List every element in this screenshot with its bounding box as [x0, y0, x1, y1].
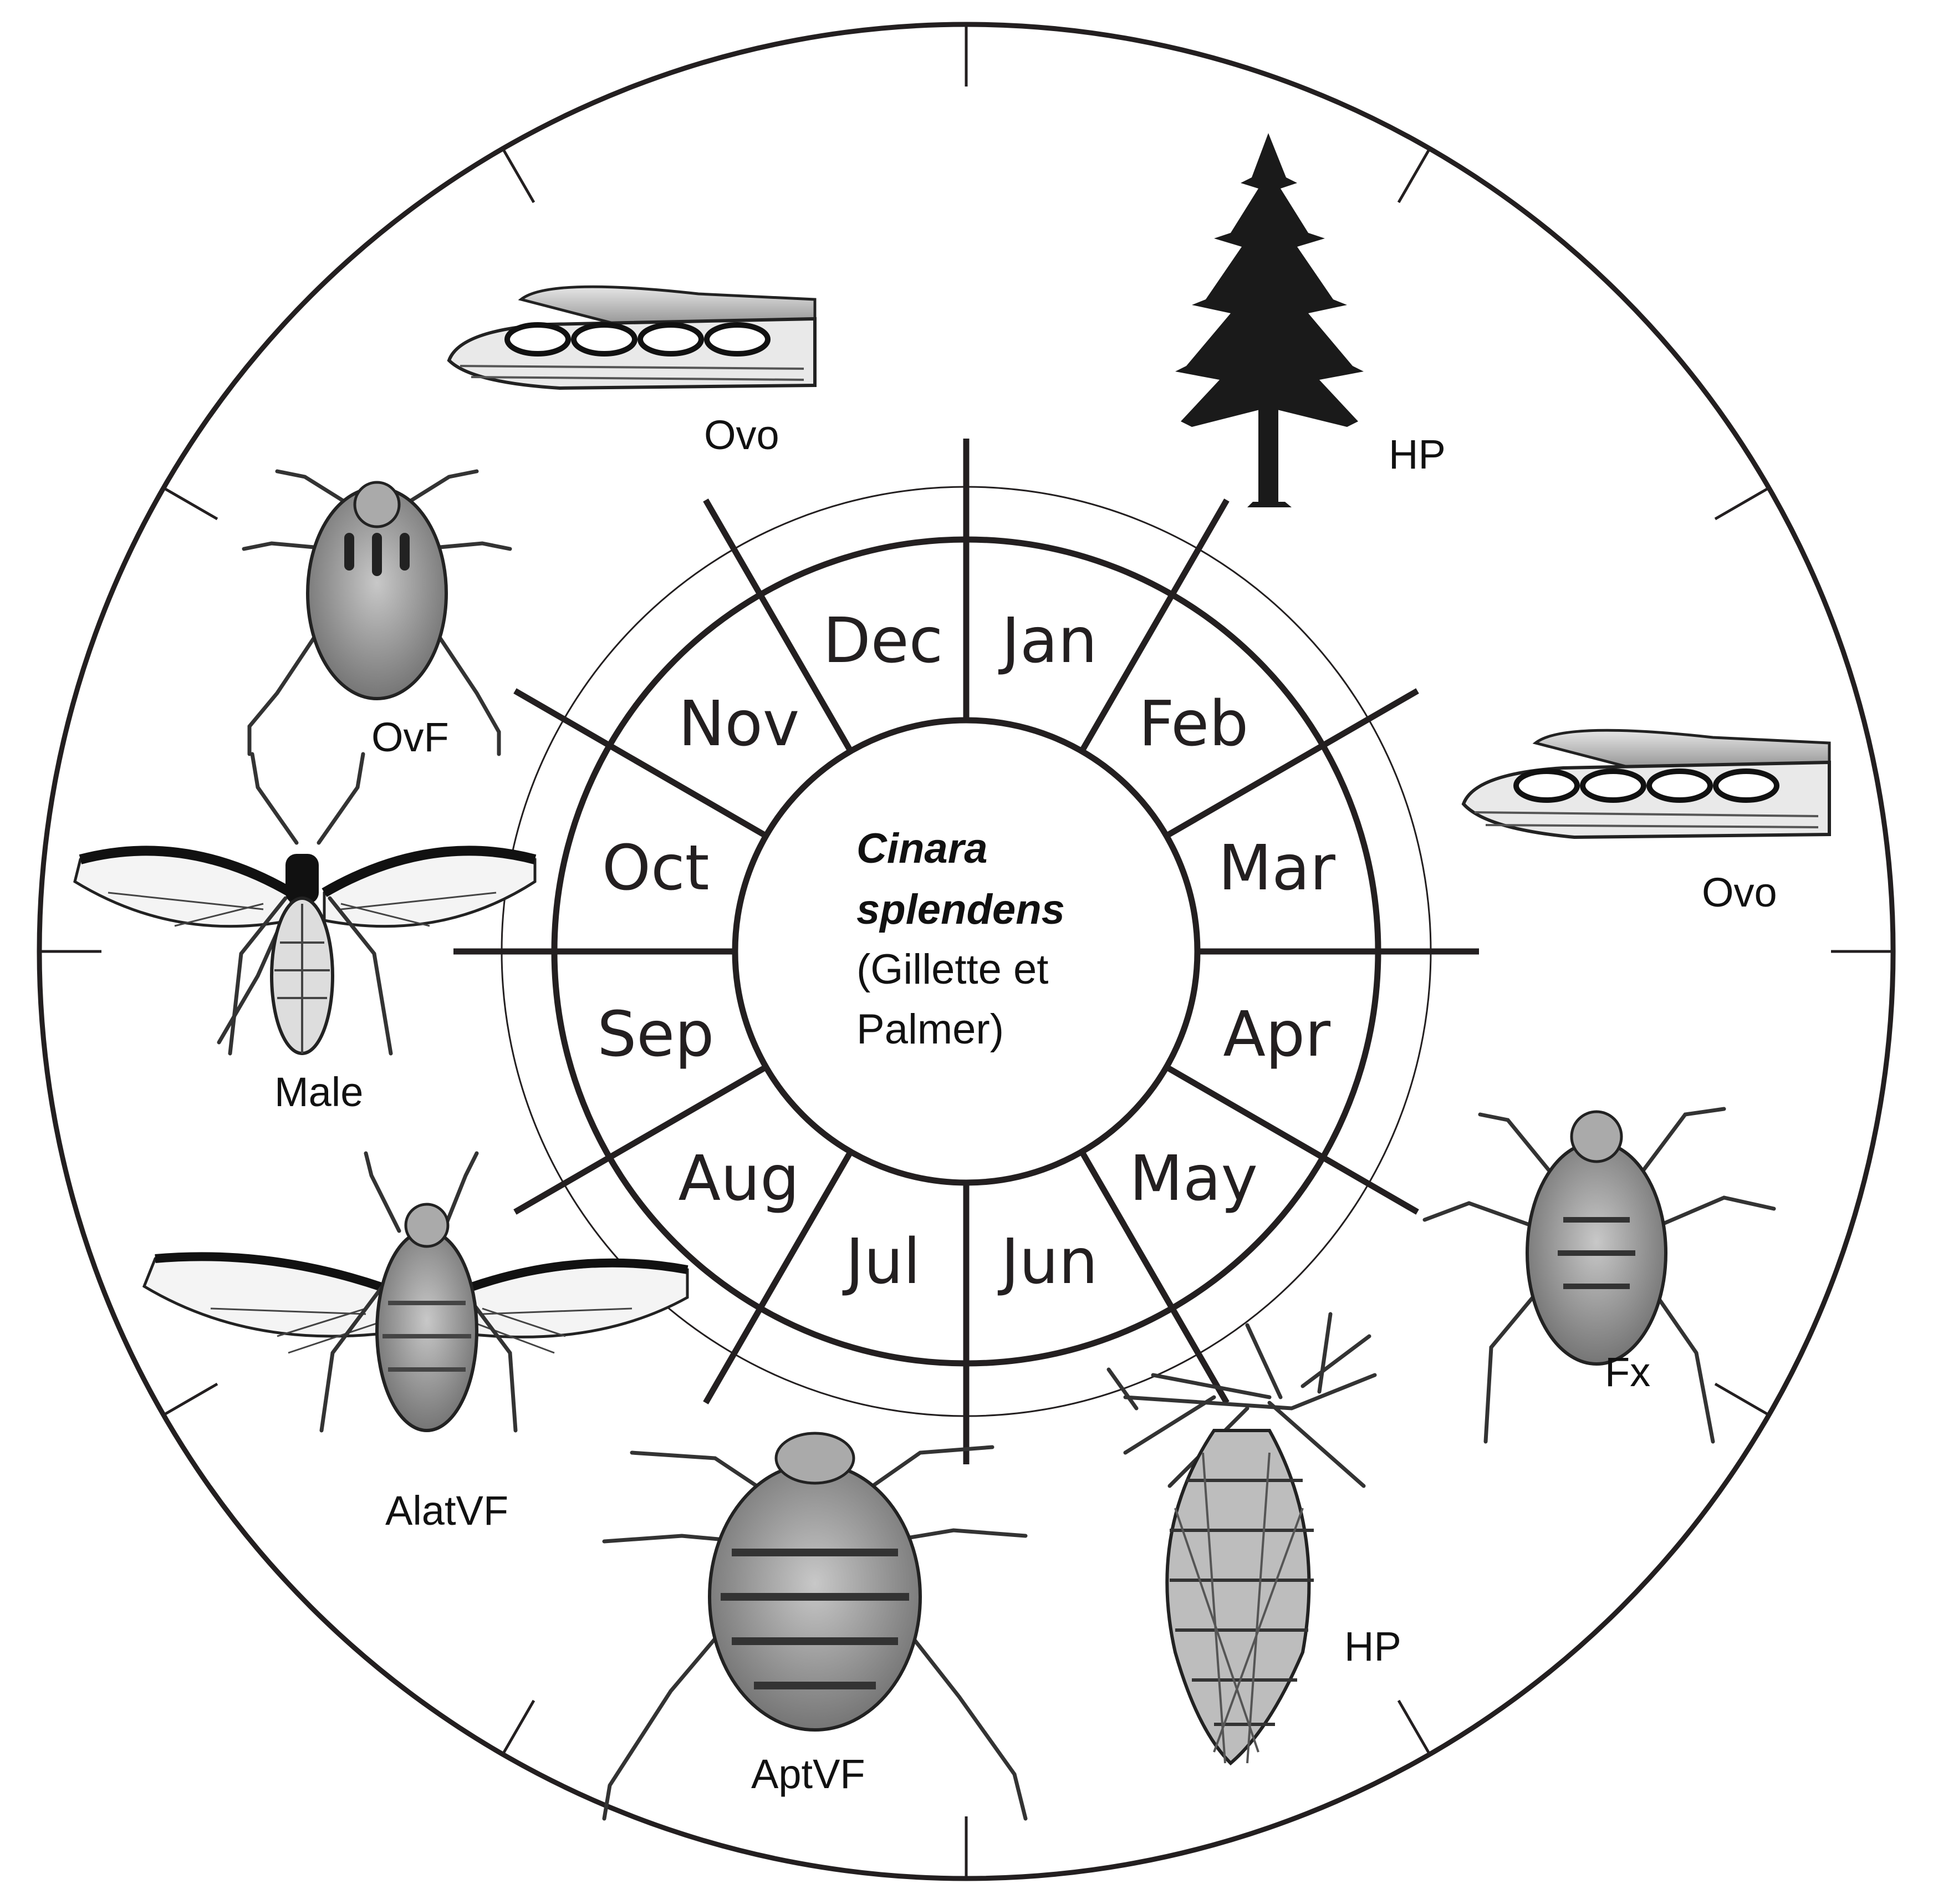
outer-tick: [501, 147, 535, 203]
month-label-jun: Jun: [998, 1226, 1098, 1298]
stage-label-alatvf: AlatVF: [385, 1488, 508, 1534]
conifer-cone-icon: [1106, 1312, 1377, 1766]
month-label-oct: Oct: [602, 832, 710, 904]
month-label-mar: Mar: [1218, 832, 1336, 904]
stage-label-ovf: OvF: [371, 714, 449, 760]
outer-tick: [1397, 1699, 1431, 1755]
eggs-on-needle-icon-top: [447, 285, 817, 390]
species-genus: Cinara: [856, 825, 988, 872]
fx-aphid-icon: [1422, 1107, 1776, 1444]
ovf-aphid-icon: [242, 469, 512, 756]
outer-tick: [1397, 147, 1431, 203]
month-divider: [1165, 1064, 1419, 1215]
month-divider: [513, 1064, 768, 1215]
outer-tick: [162, 486, 218, 521]
month-divider: [703, 1150, 854, 1404]
stage-label-hp-top: HP: [1389, 431, 1446, 477]
species-epithet: splendens: [856, 886, 1065, 933]
month-divider: [1165, 688, 1419, 839]
stage-label-male: Male: [274, 1069, 363, 1115]
aptvf-aphid-icon: [602, 1432, 1028, 1821]
month-label-dec: Dec: [823, 605, 943, 677]
conifer-tree-icon: [1175, 133, 1364, 507]
month-label-feb: Feb: [1139, 688, 1248, 760]
stage-label-ovo-top: Ovo: [704, 412, 779, 458]
species-name: Cinara splendens (Gillette et Palmer): [856, 825, 1065, 1053]
month-divider: [1079, 1150, 1230, 1404]
male-aphid-icon: [73, 752, 537, 1056]
stage-label-fx: Fx: [1605, 1349, 1650, 1395]
stage-label-aptvf: AptVF: [751, 1751, 865, 1797]
stage-label-hp-bottom: HP: [1344, 1623, 1401, 1669]
month-label-may: May: [1129, 1143, 1258, 1215]
month-label-apr: Apr: [1223, 999, 1331, 1071]
month-label-aug: Aug: [679, 1143, 800, 1215]
month-dividers: [453, 439, 1479, 1464]
month-label-jan: Jan: [998, 605, 1098, 677]
month-label-sep: Sep: [597, 999, 714, 1071]
outer-tick: [1714, 486, 1770, 521]
eggs-on-needle-icon-right: [1461, 729, 1831, 839]
stage-label-ovo-right: Ovo: [1702, 869, 1777, 915]
species-authority-2: Palmer): [856, 1006, 1004, 1053]
outer-tick: [1714, 1382, 1770, 1417]
month-divider: [1079, 498, 1230, 753]
alatvf-aphid-icon: [142, 1151, 689, 1433]
outer-tick: [162, 1382, 218, 1417]
month-divider: [513, 688, 768, 839]
species-authority-1: (Gillette et: [856, 946, 1048, 993]
month-divider: [703, 498, 854, 753]
outer-tick: [501, 1699, 535, 1755]
outer-tick-marks: [39, 24, 1893, 1878]
month-label-jul: Jul: [842, 1226, 920, 1298]
month-label-nov: Nov: [679, 688, 800, 760]
